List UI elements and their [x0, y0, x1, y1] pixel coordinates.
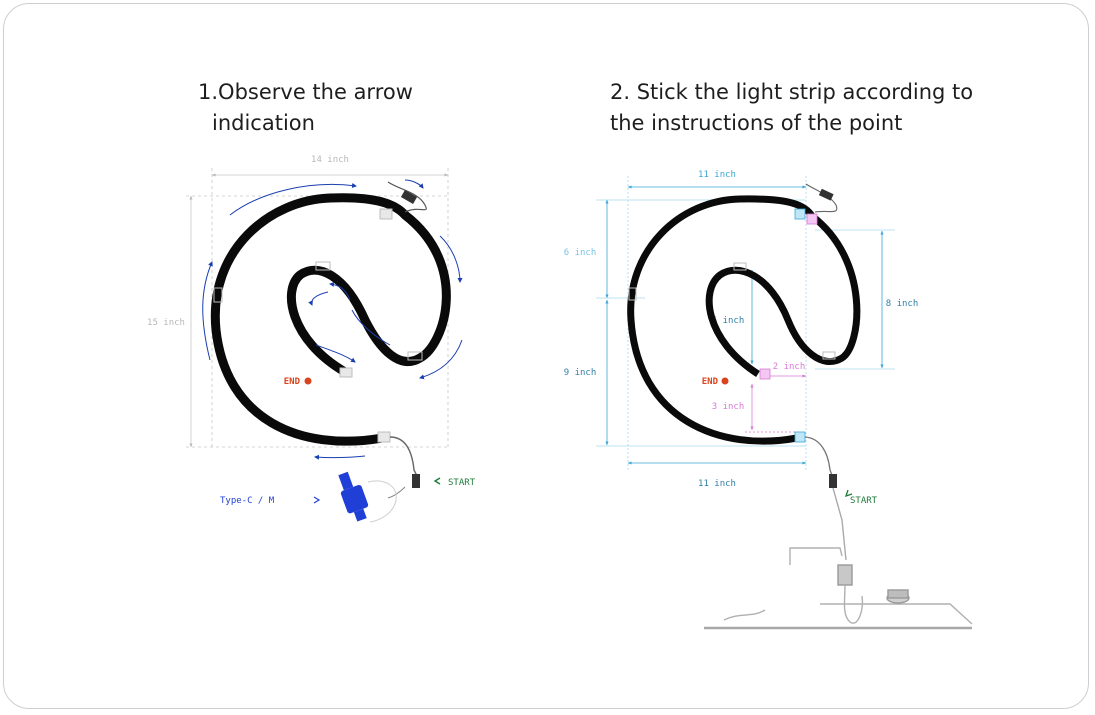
step1-connector-arrow-icon [313, 496, 321, 504]
step2-inner-horizontal-label: 2 inch [773, 362, 806, 372]
step1-top-plug-icon [400, 190, 418, 204]
step2-upper-left-label: 6 inch [564, 248, 597, 258]
step1-number: 1. [198, 80, 219, 104]
step1-dimension-lines [186, 168, 449, 448]
step2-top-width-label: 11 inch [698, 170, 736, 180]
step2-title-line2: the instructions of the point [610, 111, 903, 135]
step2-power-stand-illustration [704, 547, 973, 630]
step1-start-plug-icon [412, 474, 420, 488]
step2-title-line1: 2. Stick the light strip according to [610, 80, 974, 104]
step2-start-label: START [850, 496, 878, 506]
step1-direction-arrows [202, 179, 463, 460]
step2-start-arrow-icon [844, 489, 853, 498]
step2-end-label: END [702, 377, 719, 387]
step1-diagram: 14 inch 15 inch [147, 155, 476, 523]
step2-bottom-width-label: 11 inch [698, 479, 736, 489]
step1-heading: 1.Observe the arrow indication [198, 77, 458, 139]
step2-point-markers [759, 208, 818, 443]
step2-right-label: 8 inch [886, 299, 919, 309]
step1-end-label: END [284, 377, 301, 387]
type-c-connector-icon [338, 471, 369, 522]
step1-mounting-clips [213, 208, 423, 443]
step1-width-label: 14 inch [311, 155, 349, 165]
step1-height-label: 15 inch [147, 318, 185, 328]
step2-heading: 2. Stick the light strip according to th… [610, 77, 1010, 139]
step2-diagram: 11 inch 6 inch 9 inch 11 inch 8 inch 5 i… [564, 170, 973, 630]
step1-light-strip [210, 193, 451, 446]
step1-title-line1: Observe the arrow [218, 80, 413, 104]
step2-light-strip [627, 195, 861, 445]
step1-title-line2: indication [212, 111, 315, 135]
step2-lower-left-label: 9 inch [564, 368, 597, 378]
step1-end-dot [304, 377, 312, 385]
step2-pink-dimension-lines [745, 374, 807, 433]
step1-start-label: START [448, 478, 476, 488]
step2-start-plug-icon [829, 474, 837, 488]
step2-end-dot [721, 377, 729, 385]
step1-start-arrow-icon [433, 477, 441, 485]
step1-connector-label: Type-C / M [220, 496, 275, 506]
step2-inner-lower-label: 3 inch [712, 402, 745, 412]
step2-mounting-clips [628, 262, 836, 360]
step2-top-plug-icon [818, 188, 834, 201]
step2-dimension-lines [596, 176, 895, 470]
step2-inner-vertical-label: 5 inch [712, 316, 745, 326]
